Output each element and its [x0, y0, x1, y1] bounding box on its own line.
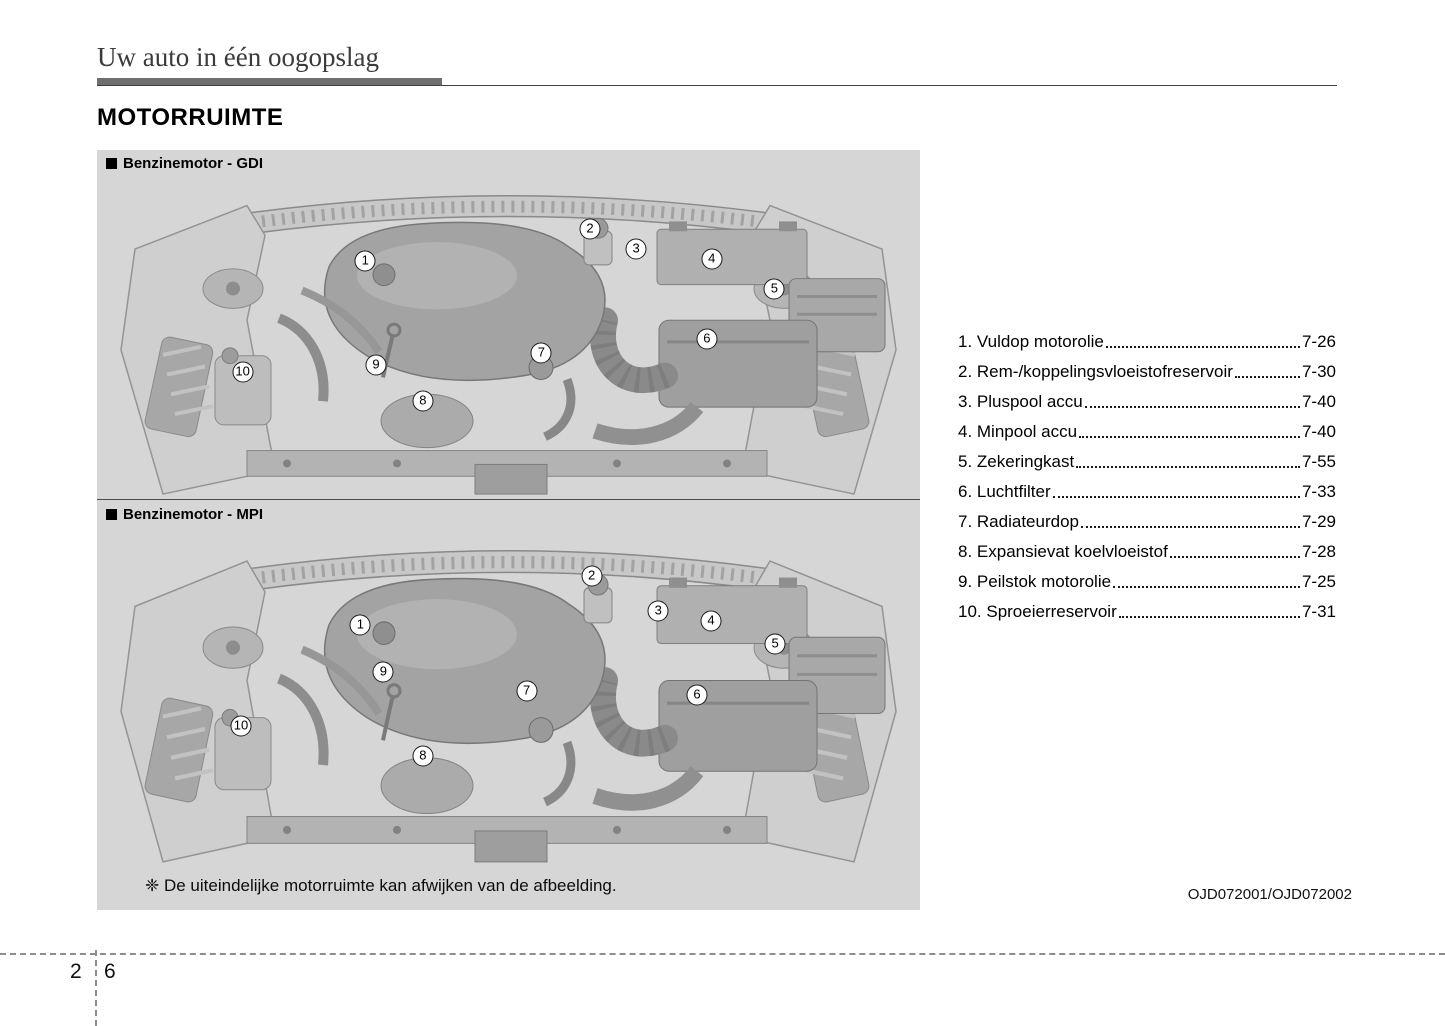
- page-number-divider: [95, 950, 97, 1026]
- legend-item-label: 4. Minpool accu: [958, 422, 1078, 441]
- legend-item-label: 7. Radiateurdop: [958, 512, 1079, 531]
- diagram-label-mpi-text: Benzinemotor - MPI: [123, 506, 264, 523]
- chapter-title: Uw auto in één oogopslag: [97, 42, 379, 72]
- dot-leader: [1113, 586, 1300, 588]
- legend-item-page-ref: 7-33: [1301, 482, 1336, 501]
- diagram-label-gdi: Benzinemotor - GDI: [106, 155, 263, 172]
- callout-5: 5: [764, 633, 786, 655]
- dot-leader: [1052, 496, 1300, 498]
- legend-item: 3. Pluspool accu 7-40: [958, 382, 1336, 412]
- legend-item: 8. Expansievat koelvloeistof 7-28: [958, 532, 1336, 562]
- callout-10: 10: [232, 361, 254, 383]
- page-number-chapter: 2: [70, 960, 82, 983]
- footer-dashed-rule: [0, 953, 1445, 955]
- callout-5: 5: [763, 278, 785, 300]
- legend-item-label: 2. Rem-/koppelingsvloeistofreservoir: [958, 362, 1233, 381]
- dot-leader: [1234, 376, 1300, 378]
- callout-8: 8: [412, 745, 434, 766]
- legend-item-label: 3. Pluspool accu: [958, 392, 1083, 411]
- figure-note: ❈ De uiteindelijke motorruimte kan afwij…: [145, 876, 617, 895]
- callout-7: 7: [516, 680, 538, 702]
- legend-item-page-ref: 7-26: [1301, 332, 1336, 351]
- dot-leader: [1076, 466, 1300, 468]
- title-rule: [97, 85, 1337, 86]
- legend-item-page-ref: 7-30: [1301, 362, 1336, 381]
- callout-6: 6: [696, 328, 718, 350]
- legend-item: 1. Vuldop motorolie 7-26: [958, 322, 1336, 352]
- callout-2: 2: [579, 218, 601, 240]
- legend-item-page-ref: 7-25: [1301, 572, 1336, 591]
- engine-compartment-figure: Benzinemotor - GDI 1 2 3 4 5 6 7 8 9 10 Benzinemo…: [97, 150, 920, 910]
- legend-item: 5. Zekeringkast 7-55: [958, 442, 1336, 472]
- legend-item-label: 6. Luchtfilter: [958, 482, 1051, 501]
- legend-item-page-ref: 7-55: [1301, 452, 1336, 471]
- engine-diagram-gdi: 1 2 3 4 5 6 7 8 9 10: [97, 172, 920, 498]
- engine-illustration-mpi: [97, 526, 920, 866]
- dot-leader: [1105, 346, 1300, 348]
- legend-item-label: 5. Zekeringkast: [958, 452, 1075, 471]
- legend-item: 10. Sproeierreservoir 7-31: [958, 592, 1336, 622]
- callout-3: 3: [647, 600, 669, 622]
- legend-item: 7. Radiateurdop 7-29: [958, 502, 1336, 532]
- legend-item-page-ref: 7-40: [1301, 392, 1336, 411]
- callout-1: 1: [349, 614, 371, 636]
- legend-item-label: 9. Peilstok motorolie: [958, 572, 1112, 591]
- callout-9: 9: [372, 661, 394, 683]
- legend-item-page-ref: 7-31: [1301, 602, 1336, 621]
- callout-6: 6: [686, 684, 708, 706]
- callout-4: 4: [701, 248, 723, 270]
- section-title: MOTORRUIMTE: [97, 104, 284, 131]
- callout-3: 3: [625, 238, 647, 260]
- callout-4: 4: [700, 610, 722, 632]
- legend-item: 2. Rem-/koppelingsvloeistofreservoir 7-30: [958, 352, 1336, 382]
- engine-diagram-mpi: 1 2 3 4 5 6 7 8 9 10: [97, 526, 920, 866]
- figure-divider: [97, 499, 920, 500]
- page-number-page: 6: [104, 960, 116, 983]
- callout-2: 2: [581, 565, 603, 587]
- callout-1: 1: [354, 250, 376, 272]
- dot-leader: [1079, 436, 1300, 438]
- dot-leader: [1080, 526, 1300, 528]
- legend-item: 9. Peilstok motorolie 7-25: [958, 562, 1336, 592]
- legend-item-label: 8. Expansievat koelvloeistof: [958, 542, 1168, 561]
- legend-item-label: 1. Vuldop motorolie: [958, 332, 1104, 351]
- dot-leader: [1118, 616, 1300, 618]
- diagram-label-mpi: Benzinemotor - MPI: [106, 506, 263, 523]
- legend-item-label: 10. Sproeierreservoir: [958, 602, 1117, 621]
- legend-item-page-ref: 7-40: [1301, 422, 1336, 441]
- legend-item: 6. Luchtfilter 7-33: [958, 472, 1336, 502]
- legend-item: 4. Minpool accu 7-40: [958, 412, 1336, 442]
- square-bullet-icon: [106, 158, 117, 169]
- dot-leader: [1084, 406, 1300, 408]
- callout-7: 7: [530, 342, 552, 364]
- legend-item-page-ref: 7-28: [1301, 542, 1336, 561]
- callout-9: 9: [365, 354, 387, 376]
- title-underline-bar: [97, 78, 442, 86]
- square-bullet-icon: [106, 509, 117, 520]
- callout-10: 10: [230, 715, 252, 737]
- dot-leader: [1169, 556, 1300, 558]
- figure-code: OJD072001/OJD072002: [1187, 886, 1352, 903]
- engine-illustration-gdi: [97, 172, 920, 498]
- legend-item-page-ref: 7-29: [1301, 512, 1336, 531]
- callout-8: 8: [412, 390, 434, 412]
- diagram-label-gdi-text: Benzinemotor - GDI: [123, 155, 264, 172]
